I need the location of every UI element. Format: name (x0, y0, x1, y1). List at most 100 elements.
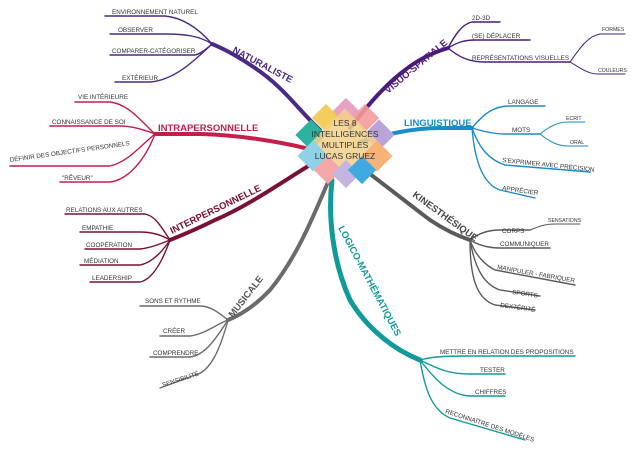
intrapersonnelle-item-2: CONNAISSANCE DE SOI (52, 119, 126, 126)
logico-title: LOGICO-MATHÉMATIQUES (335, 224, 403, 338)
intrapersonnelle-item-3: DÉFINIR DES OBJECTIFS PERSONNELS (9, 138, 130, 164)
visuo-item-3: REPRÉSENTATIONS VISUELLES (472, 53, 569, 62)
interpersonnelle-link-3 (84, 239, 171, 250)
visuo-sub-2: COULEURS (598, 68, 627, 74)
linguistique-item-1: LANGAGE (508, 99, 538, 106)
musicale-link-3 (149, 319, 229, 358)
center-line-3: MULTIPLES (322, 140, 369, 150)
linguistique-item-2: MOTS (512, 127, 530, 134)
visuo-link-1 (447, 21, 501, 49)
musicale-item-1: SONS ET RYTHME (145, 298, 201, 305)
visuo-link-3 (447, 47, 571, 63)
kinesthesique-item-5: DEXTÉRITÉ (500, 300, 536, 314)
interpersonnelle-item-3: COOPÉRATION (86, 240, 133, 249)
naturaliste-link-4 (114, 43, 213, 83)
center-line-1: LES 8 (333, 118, 356, 128)
interpersonnelle-link-4 (79, 239, 171, 266)
kinesthesique-sublink-1 (529, 223, 581, 231)
interpersonnelle-link-2 (79, 231, 171, 241)
kinesthesique-link-4 (469, 239, 541, 297)
naturaliste-item-2: OBSERVER (118, 27, 153, 34)
kinesthesique-sub-1: SENSATIONS (548, 218, 582, 224)
linguistique-sub-2: ORAL (570, 140, 584, 146)
kinesthesique-link-2 (469, 239, 551, 249)
interpersonnelle-link-5 (89, 239, 171, 283)
visuo-sublink-2 (569, 61, 626, 75)
visuo-item-1: 2D-3D (472, 15, 491, 22)
musicale-item-2: CRÉER (163, 326, 185, 335)
musicale-main-line (226, 180, 330, 322)
logico-main-line (328, 177, 423, 363)
musicale-item-3: COMPRENDRE (153, 350, 198, 357)
kinesthesique-link-1 (469, 229, 531, 241)
branch-naturaliste (104, 15, 322, 132)
intrapersonnelle-link-1 (74, 101, 156, 135)
musicale-link-2 (159, 319, 229, 337)
logico-item-4: RECONNAÎTRE DES MODÈLES (444, 406, 535, 443)
center-line-4: LUCAS GRUEZ (315, 151, 375, 161)
kinesthesique-main-line (356, 163, 472, 242)
visuo-sublink-1 (569, 33, 626, 63)
kinesthesique-item-2: COMMUNIQUER (500, 241, 549, 248)
visuo-item-2: (SE) DÉPLACER (472, 31, 521, 40)
branch-logico (328, 177, 576, 441)
interpersonnelle-item-5: LEADERSHIP (92, 275, 132, 282)
naturaliste-main-line (210, 42, 322, 132)
branch-intrapersonnelle (9, 101, 307, 183)
linguistique-sublink-1 (539, 121, 586, 135)
naturaliste-item-4: EXTÉRIEUR (122, 73, 158, 82)
intrapersonnelle-item-4: "RÊVEUR" (62, 173, 93, 182)
interpersonnelle-title: INTERPERSONNELLE (168, 183, 262, 237)
linguistique-sub-1: ECRIT (566, 116, 582, 122)
interpersonnelle-link-1 (64, 213, 171, 241)
linguistique-title: LINGUISTIQUE (404, 118, 472, 129)
logico-link-2 (419, 359, 506, 375)
linguistique-link-1 (471, 105, 546, 129)
visuo-title: VISUO-SPATIALE (383, 38, 450, 97)
center-tiles (295, 97, 395, 189)
intrapersonnelle-link-2 (49, 125, 156, 135)
interpersonnelle-item-2: EMPATHIE (82, 225, 113, 232)
kinesthesique-link-5 (469, 239, 536, 311)
interpersonnelle-item-4: MÉDIATION (84, 256, 119, 265)
musicale-link-1 (139, 305, 229, 321)
kinesthesique-item-4: SPORTS (512, 289, 539, 300)
logico-item-2: TESTER (480, 367, 505, 374)
visuo-sub-1: FORMES (602, 27, 625, 33)
intrapersonnelle-link-3 (9, 133, 156, 167)
kinesthesique-title: KINESTHÉSIQUE (410, 190, 479, 245)
branch-linguistique (358, 105, 591, 199)
linguistique-link-4 (471, 127, 536, 199)
interpersonnelle-item-1: RELATIONS AUX AUTRES (66, 207, 143, 214)
center-line-2: INTELLIGENCES (311, 129, 378, 139)
linguistique-link-3 (471, 127, 591, 173)
kinesthesique-item-3: MANIPULER - FABRIQUER (497, 264, 576, 285)
linguistique-item-3: S'EXPRIMER AVEC PRÉCISION (502, 155, 596, 174)
linguistique-link-2 (471, 127, 541, 135)
branch-musicale (139, 180, 330, 389)
naturaliste-title: NATURALISTE (231, 45, 295, 86)
musicale-item-4: SENSIBILITÉ (161, 369, 200, 389)
naturaliste-link-1 (104, 15, 213, 45)
logico-link-3 (419, 359, 506, 397)
naturaliste-item-3: COMPARER-CATÉGORISER (112, 46, 196, 55)
kinesthesique-item-1: CORPS (502, 228, 524, 235)
branch-kinesthesique (356, 163, 581, 311)
kinesthesique-link-3 (469, 239, 576, 286)
branch-interpersonnelle (64, 163, 312, 283)
musicale-link-4 (159, 319, 229, 389)
intrapersonnelle-link-4 (59, 133, 156, 183)
linguistique-sublink-2 (539, 133, 589, 147)
intrapersonnelle-main-line (153, 132, 307, 150)
logico-item-3: CHIFFRES (475, 389, 507, 396)
interpersonnelle-main-line (168, 163, 312, 242)
visuo-link-2 (447, 39, 531, 49)
logico-link-4 (419, 359, 526, 441)
intrapersonnelle-item-1: VIE INTÉRIEURE (78, 92, 128, 101)
logico-link-1 (419, 355, 576, 361)
musicale-title: MUSICALE (227, 274, 266, 320)
naturaliste-link-2 (109, 33, 213, 45)
logico-item-1: METTRE EN RELATION DES PROPOSITIONS (440, 349, 574, 356)
naturaliste-item-1: ENVIRONNEMENT NATUREL (112, 9, 198, 16)
